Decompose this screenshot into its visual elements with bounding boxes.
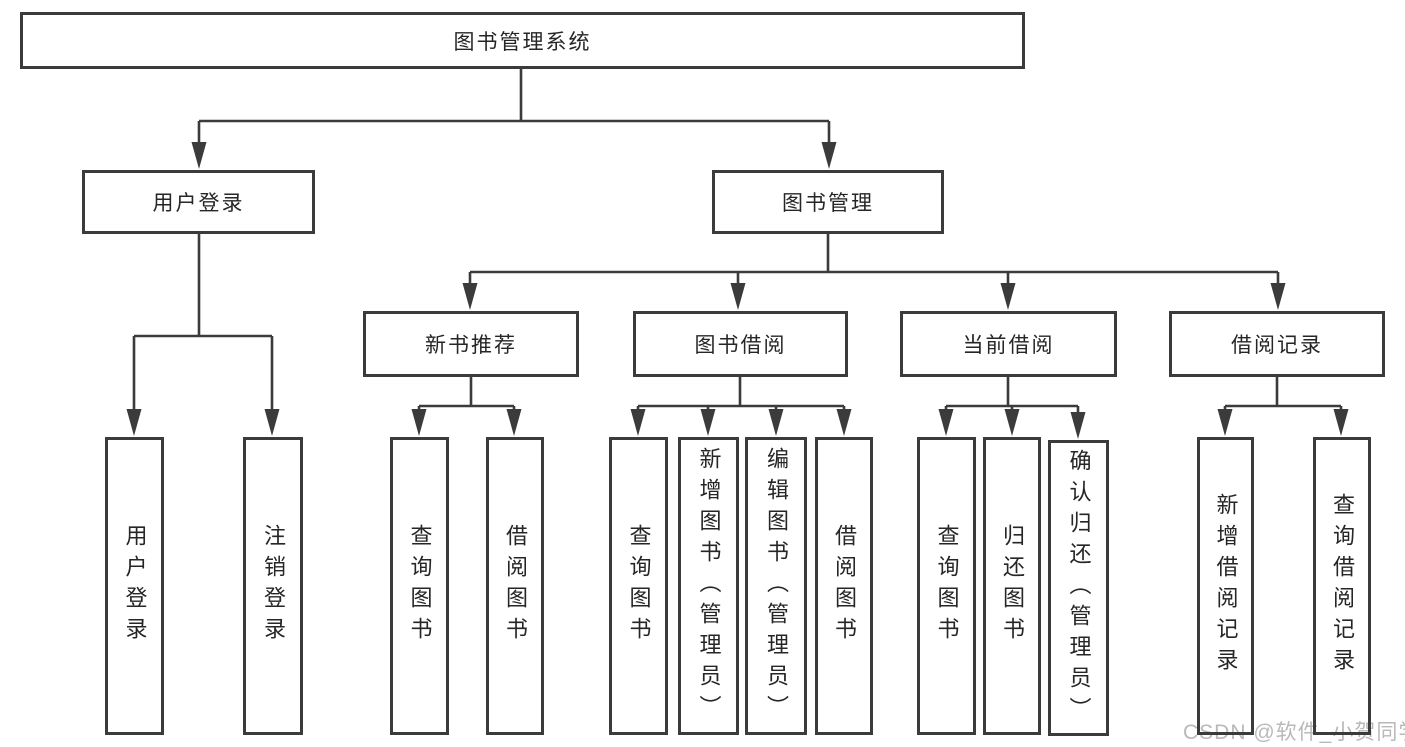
node-current-borrowing: 当前借阅 — [900, 311, 1117, 377]
node-label: 查询图书 — [626, 524, 652, 648]
leaf-add-books-admin: 新增图书（管理员） — [678, 437, 739, 735]
node-label: 归还图书 — [1000, 524, 1025, 648]
node-label: 确认归还（管理员） — [1066, 448, 1092, 728]
node-label: 注销登录 — [261, 524, 286, 648]
node-new-book-recommendation: 新书推荐 — [363, 311, 579, 377]
node-label: 编辑图书（管理员） — [764, 446, 789, 726]
node-borrowing-records: 借阅记录 — [1169, 311, 1385, 377]
node-label: 新增借阅记录 — [1213, 493, 1239, 679]
node-root: 图书管理系统 — [20, 12, 1025, 69]
leaf-borrow-books-borrowing: 借阅图书 — [815, 437, 873, 735]
node-label: 查询借阅记录 — [1330, 493, 1355, 679]
leaf-return-books: 归还图书 — [983, 437, 1041, 735]
leaf-borrow-books-recommend: 借阅图书 — [486, 437, 544, 735]
leaf-confirm-return-admin: 确认归还（管理员） — [1048, 440, 1109, 736]
node-label: 用户登录 — [122, 524, 148, 648]
node-label: 图书管理系统 — [453, 30, 592, 54]
node-book-borrowing: 图书借阅 — [633, 311, 848, 377]
node-label: 用户登录 — [152, 192, 245, 215]
leaf-add-borrow-record: 新增借阅记录 — [1197, 437, 1254, 735]
leaf-query-borrow-record: 查询借阅记录 — [1313, 437, 1371, 735]
node-label: 借阅记录 — [1231, 334, 1323, 357]
node-label: 新书推荐 — [425, 334, 517, 357]
node-label: 借阅图书 — [503, 524, 528, 648]
node-label: 查询图书 — [934, 524, 960, 648]
leaf-logout: 注销登录 — [243, 437, 303, 735]
leaf-edit-books-admin: 编辑图书（管理员） — [745, 437, 807, 735]
node-label: 新增图书（管理员） — [696, 446, 722, 726]
node-user-login: 用户登录 — [82, 170, 315, 234]
node-label: 图书管理 — [782, 192, 874, 215]
leaf-query-books-recommend: 查询图书 — [390, 437, 449, 735]
watermark: CSDN @软件_小贺同学 — [1183, 721, 1405, 744]
node-book-management: 图书管理 — [712, 170, 944, 234]
node-label: 借阅图书 — [832, 524, 857, 648]
leaf-user-login: 用户登录 — [105, 437, 164, 735]
node-label: 查询图书 — [407, 524, 433, 648]
node-label: 当前借阅 — [962, 334, 1055, 357]
node-label: 图书借阅 — [694, 334, 787, 357]
arrowhead-icons — [126, 142, 1349, 439]
leaf-query-books-current: 查询图书 — [917, 437, 976, 735]
leaf-query-books-borrowing: 查询图书 — [609, 437, 668, 735]
